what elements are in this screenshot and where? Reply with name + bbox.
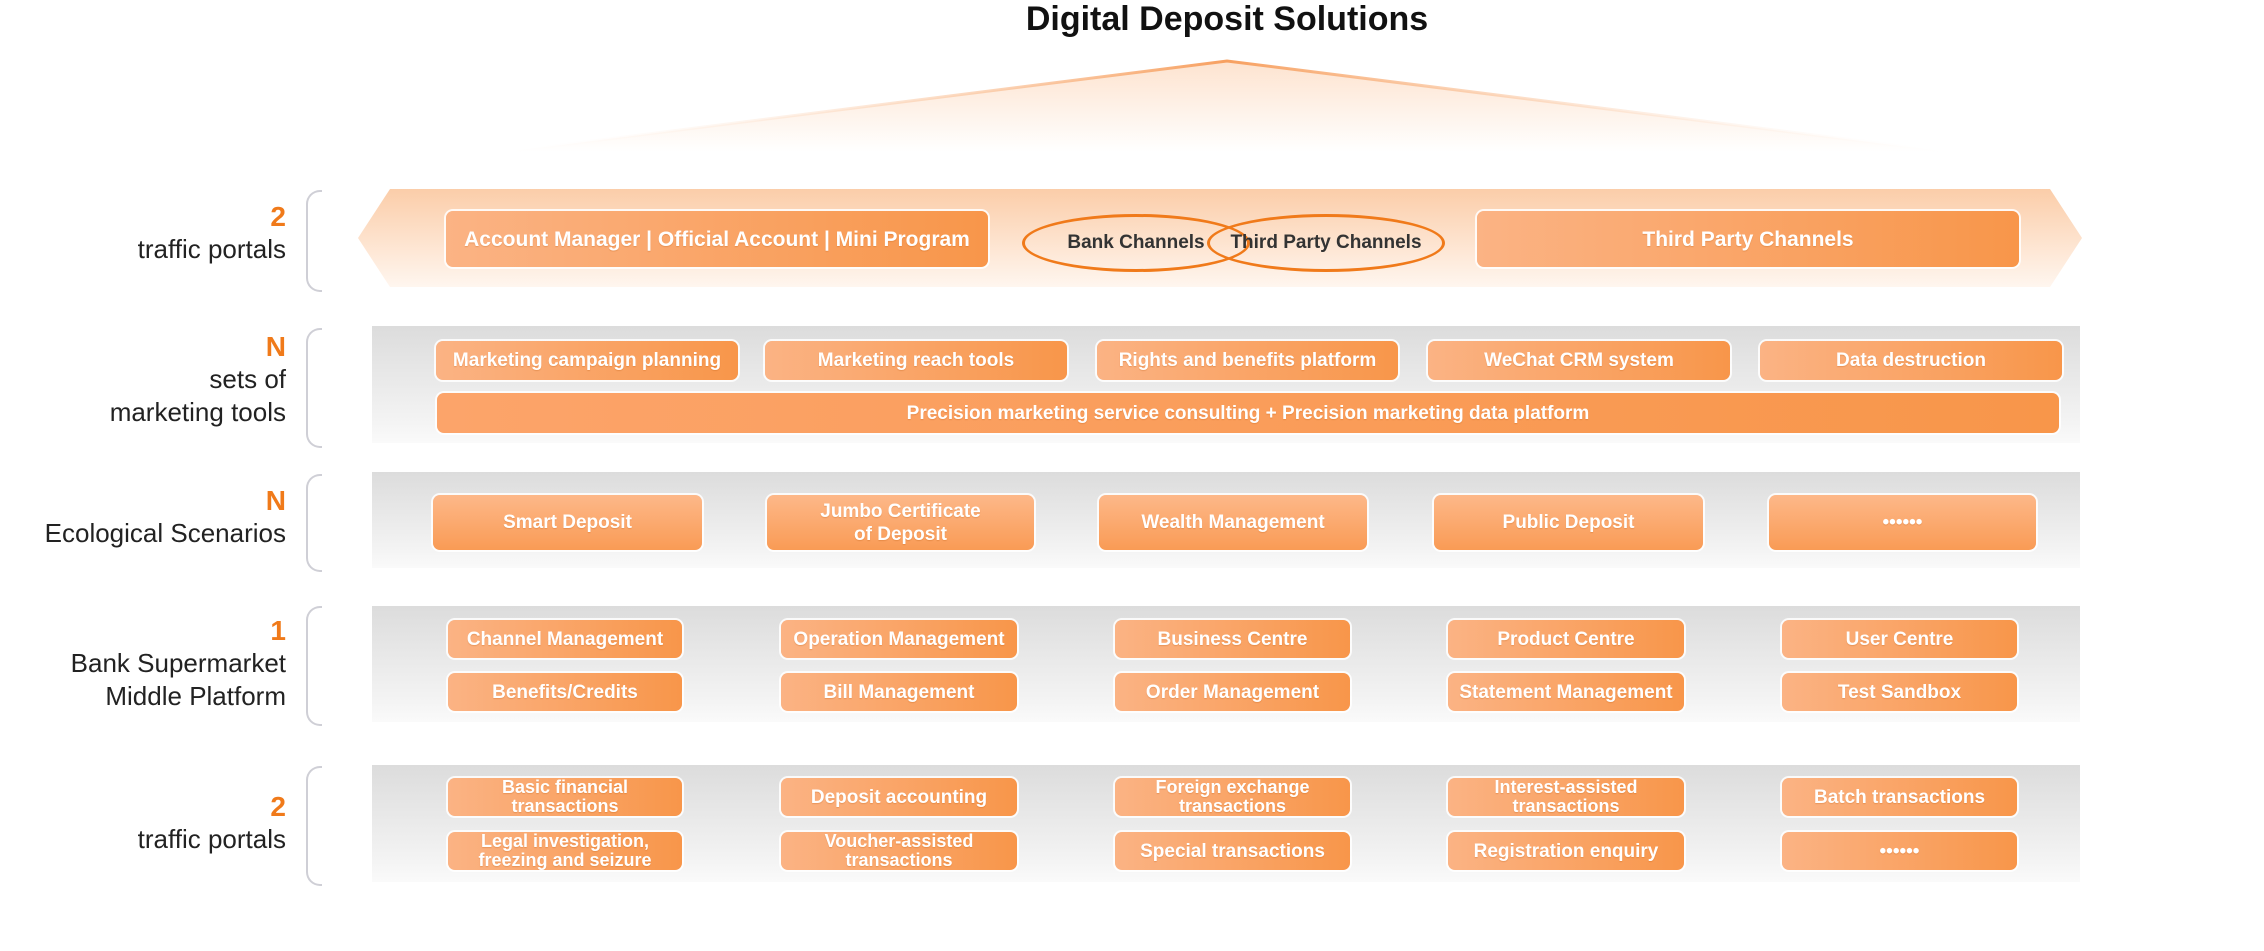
row-count: N — [265, 485, 286, 516]
platform-box: Bill Management — [781, 673, 1017, 711]
row-label-text: traffic portals — [137, 824, 286, 854]
brace-icon — [306, 606, 322, 726]
row-label-text: Bank Supermarket — [70, 648, 286, 678]
platform-box: User Centre — [1782, 620, 2017, 658]
tool-box: Rights and benefits platform — [1097, 341, 1398, 380]
brace-icon — [306, 766, 322, 886]
transaction-box: Legal investigation,freezing and seizure — [448, 832, 682, 870]
scenario-box: Public Deposit — [1434, 495, 1703, 550]
row-count: 1 — [270, 615, 286, 646]
brace-icon — [306, 328, 322, 448]
brace-icon — [306, 474, 322, 572]
transaction-box: Registration enquiry — [1448, 832, 1684, 870]
scenario-box: Smart Deposit — [433, 495, 702, 550]
transaction-box: •••••• — [1782, 832, 2017, 870]
row-label-text: traffic portals — [137, 234, 286, 264]
tool-box: Marketing campaign planning — [436, 341, 738, 380]
platform-box: Statement Management — [1448, 673, 1684, 711]
scenario-box: •••••• — [1769, 495, 2036, 550]
tool-box: Data destruction — [1760, 341, 2062, 380]
channel-box: Account Manager | Official Account | Min… — [446, 211, 988, 267]
tool-box-wide: Precision marketing service consulting +… — [437, 393, 2059, 433]
row-count: 2 — [270, 201, 286, 232]
channel-ellipse: Third Party Channels — [1207, 214, 1445, 272]
row-count: N — [265, 331, 286, 362]
transaction-box: Special transactions — [1115, 832, 1350, 870]
platform-box: Order Management — [1115, 673, 1350, 711]
platform-box: Operation Management — [781, 620, 1017, 658]
transaction-box: Batch transactions — [1782, 778, 2017, 816]
transaction-box: Deposit accounting — [781, 778, 1017, 816]
brace-icon — [306, 190, 322, 292]
tool-box: WeChat CRM system — [1428, 341, 1730, 380]
scenario-box: Wealth Management — [1099, 495, 1367, 550]
channel-box: Third Party Channels — [1477, 211, 2019, 267]
platform-box: Product Centre — [1448, 620, 1684, 658]
platform-box: Business Centre — [1115, 620, 1350, 658]
row-label-text: sets of — [209, 364, 286, 394]
row-label-text: Ecological Scenarios — [44, 518, 286, 548]
platform-box: Test Sandbox — [1782, 673, 2017, 711]
row-label-text: marketing tools — [109, 397, 286, 427]
row-count: 2 — [270, 791, 286, 822]
diagram-title: Digital Deposit Solutions — [1025, 0, 1429, 38]
tool-box: Marketing reach tools — [765, 341, 1067, 380]
platform-box: Benefits/Credits — [448, 673, 682, 711]
row-label-text: Middle Platform — [105, 681, 286, 711]
platform-box: Channel Management — [448, 620, 682, 658]
